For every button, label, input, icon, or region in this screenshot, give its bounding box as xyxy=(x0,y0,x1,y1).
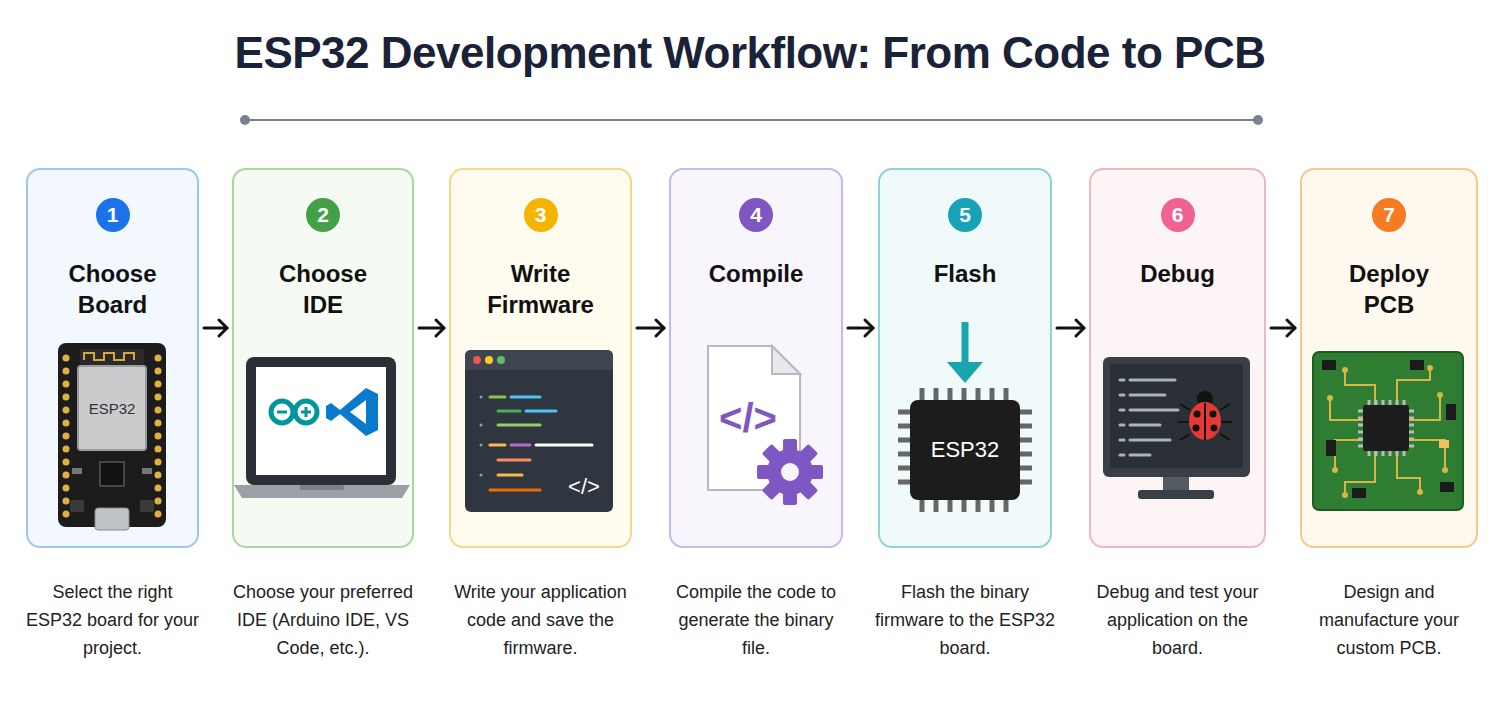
step-card: 5FlashFlash the binary firmware to the E… xyxy=(878,168,1052,548)
step-description: Debug and test your application on the b… xyxy=(1085,578,1270,662)
step-description: Flash the binary firmware to the ESP32 b… xyxy=(874,578,1056,662)
dev-board-icon xyxy=(58,343,166,530)
step-heading: Deploy PCB xyxy=(1302,258,1476,320)
code-symbol: </> xyxy=(568,476,600,498)
step-heading: Choose Board xyxy=(28,258,197,320)
step-card: 7Deploy PCBDesign and manufacture your c… xyxy=(1300,168,1478,548)
title-rule xyxy=(240,115,1263,125)
step-heading: Flash xyxy=(880,258,1050,289)
step-number: 3 xyxy=(524,198,558,232)
step-card: 1Choose BoardSelect the right ESP32 boar… xyxy=(26,168,199,548)
step-heading-text: Compile xyxy=(709,258,804,289)
flash-chip-icon xyxy=(898,322,1032,512)
step-number: 6 xyxy=(1161,198,1195,232)
flow-arrow xyxy=(1271,320,1295,336)
step-description: Design and manufacture your custom PCB. xyxy=(1296,578,1482,662)
step-number: 5 xyxy=(948,198,982,232)
step-heading-text: Deploy PCB xyxy=(1328,258,1450,320)
step-number: 2 xyxy=(306,198,340,232)
step-number: 7 xyxy=(1372,198,1406,232)
code-symbol: </> xyxy=(719,398,777,438)
laptop-icon xyxy=(234,357,410,498)
step-card: 2Choose IDEChoose your preferred IDE (Ar… xyxy=(232,168,414,548)
step-card: 4CompileCompile the code to generate the… xyxy=(669,168,843,548)
compile-file-icon xyxy=(708,346,823,505)
step-card: 6DebugDebug and test your application on… xyxy=(1089,168,1266,548)
step-heading-text: Write Firmware xyxy=(480,258,602,320)
step-heading-text: Debug xyxy=(1140,258,1215,289)
step-description: Write your application code and save the… xyxy=(445,578,636,662)
chip-label: ESP32 xyxy=(931,439,1000,461)
diagram-title: ESP32 Development Workflow: From Code to… xyxy=(0,28,1500,78)
flow-arrow xyxy=(1057,320,1084,336)
step-number: 4 xyxy=(739,198,773,232)
flow-arrow xyxy=(848,320,873,336)
flow-arrow xyxy=(637,320,664,336)
step-heading: Debug xyxy=(1091,258,1264,289)
step-heading-text: Choose Board xyxy=(52,258,174,320)
card-backgrounds xyxy=(27,169,1477,547)
step-heading-text: Flash xyxy=(934,258,997,289)
step-heading: Choose IDE xyxy=(234,258,412,320)
step-number: 1 xyxy=(96,198,130,232)
step-description: Choose your preferred IDE (Arduino IDE, … xyxy=(228,578,418,662)
pcb-icon xyxy=(1313,352,1463,510)
step-card: 3Write FirmwareWrite your application co… xyxy=(449,168,632,548)
module-label: ESP32 xyxy=(89,401,136,416)
step-description: Select the right ESP32 board for your pr… xyxy=(22,578,203,662)
step-heading-text: Choose IDE xyxy=(262,258,384,320)
code-editor-icon xyxy=(465,350,613,512)
flow-arrow xyxy=(204,320,227,336)
debug-monitor-icon xyxy=(1103,357,1250,499)
flow-arrow xyxy=(419,320,444,336)
step-heading: Compile xyxy=(671,258,841,289)
step-description: Compile the code to generate the binary … xyxy=(665,578,847,662)
step-heading: Write Firmware xyxy=(451,258,630,320)
